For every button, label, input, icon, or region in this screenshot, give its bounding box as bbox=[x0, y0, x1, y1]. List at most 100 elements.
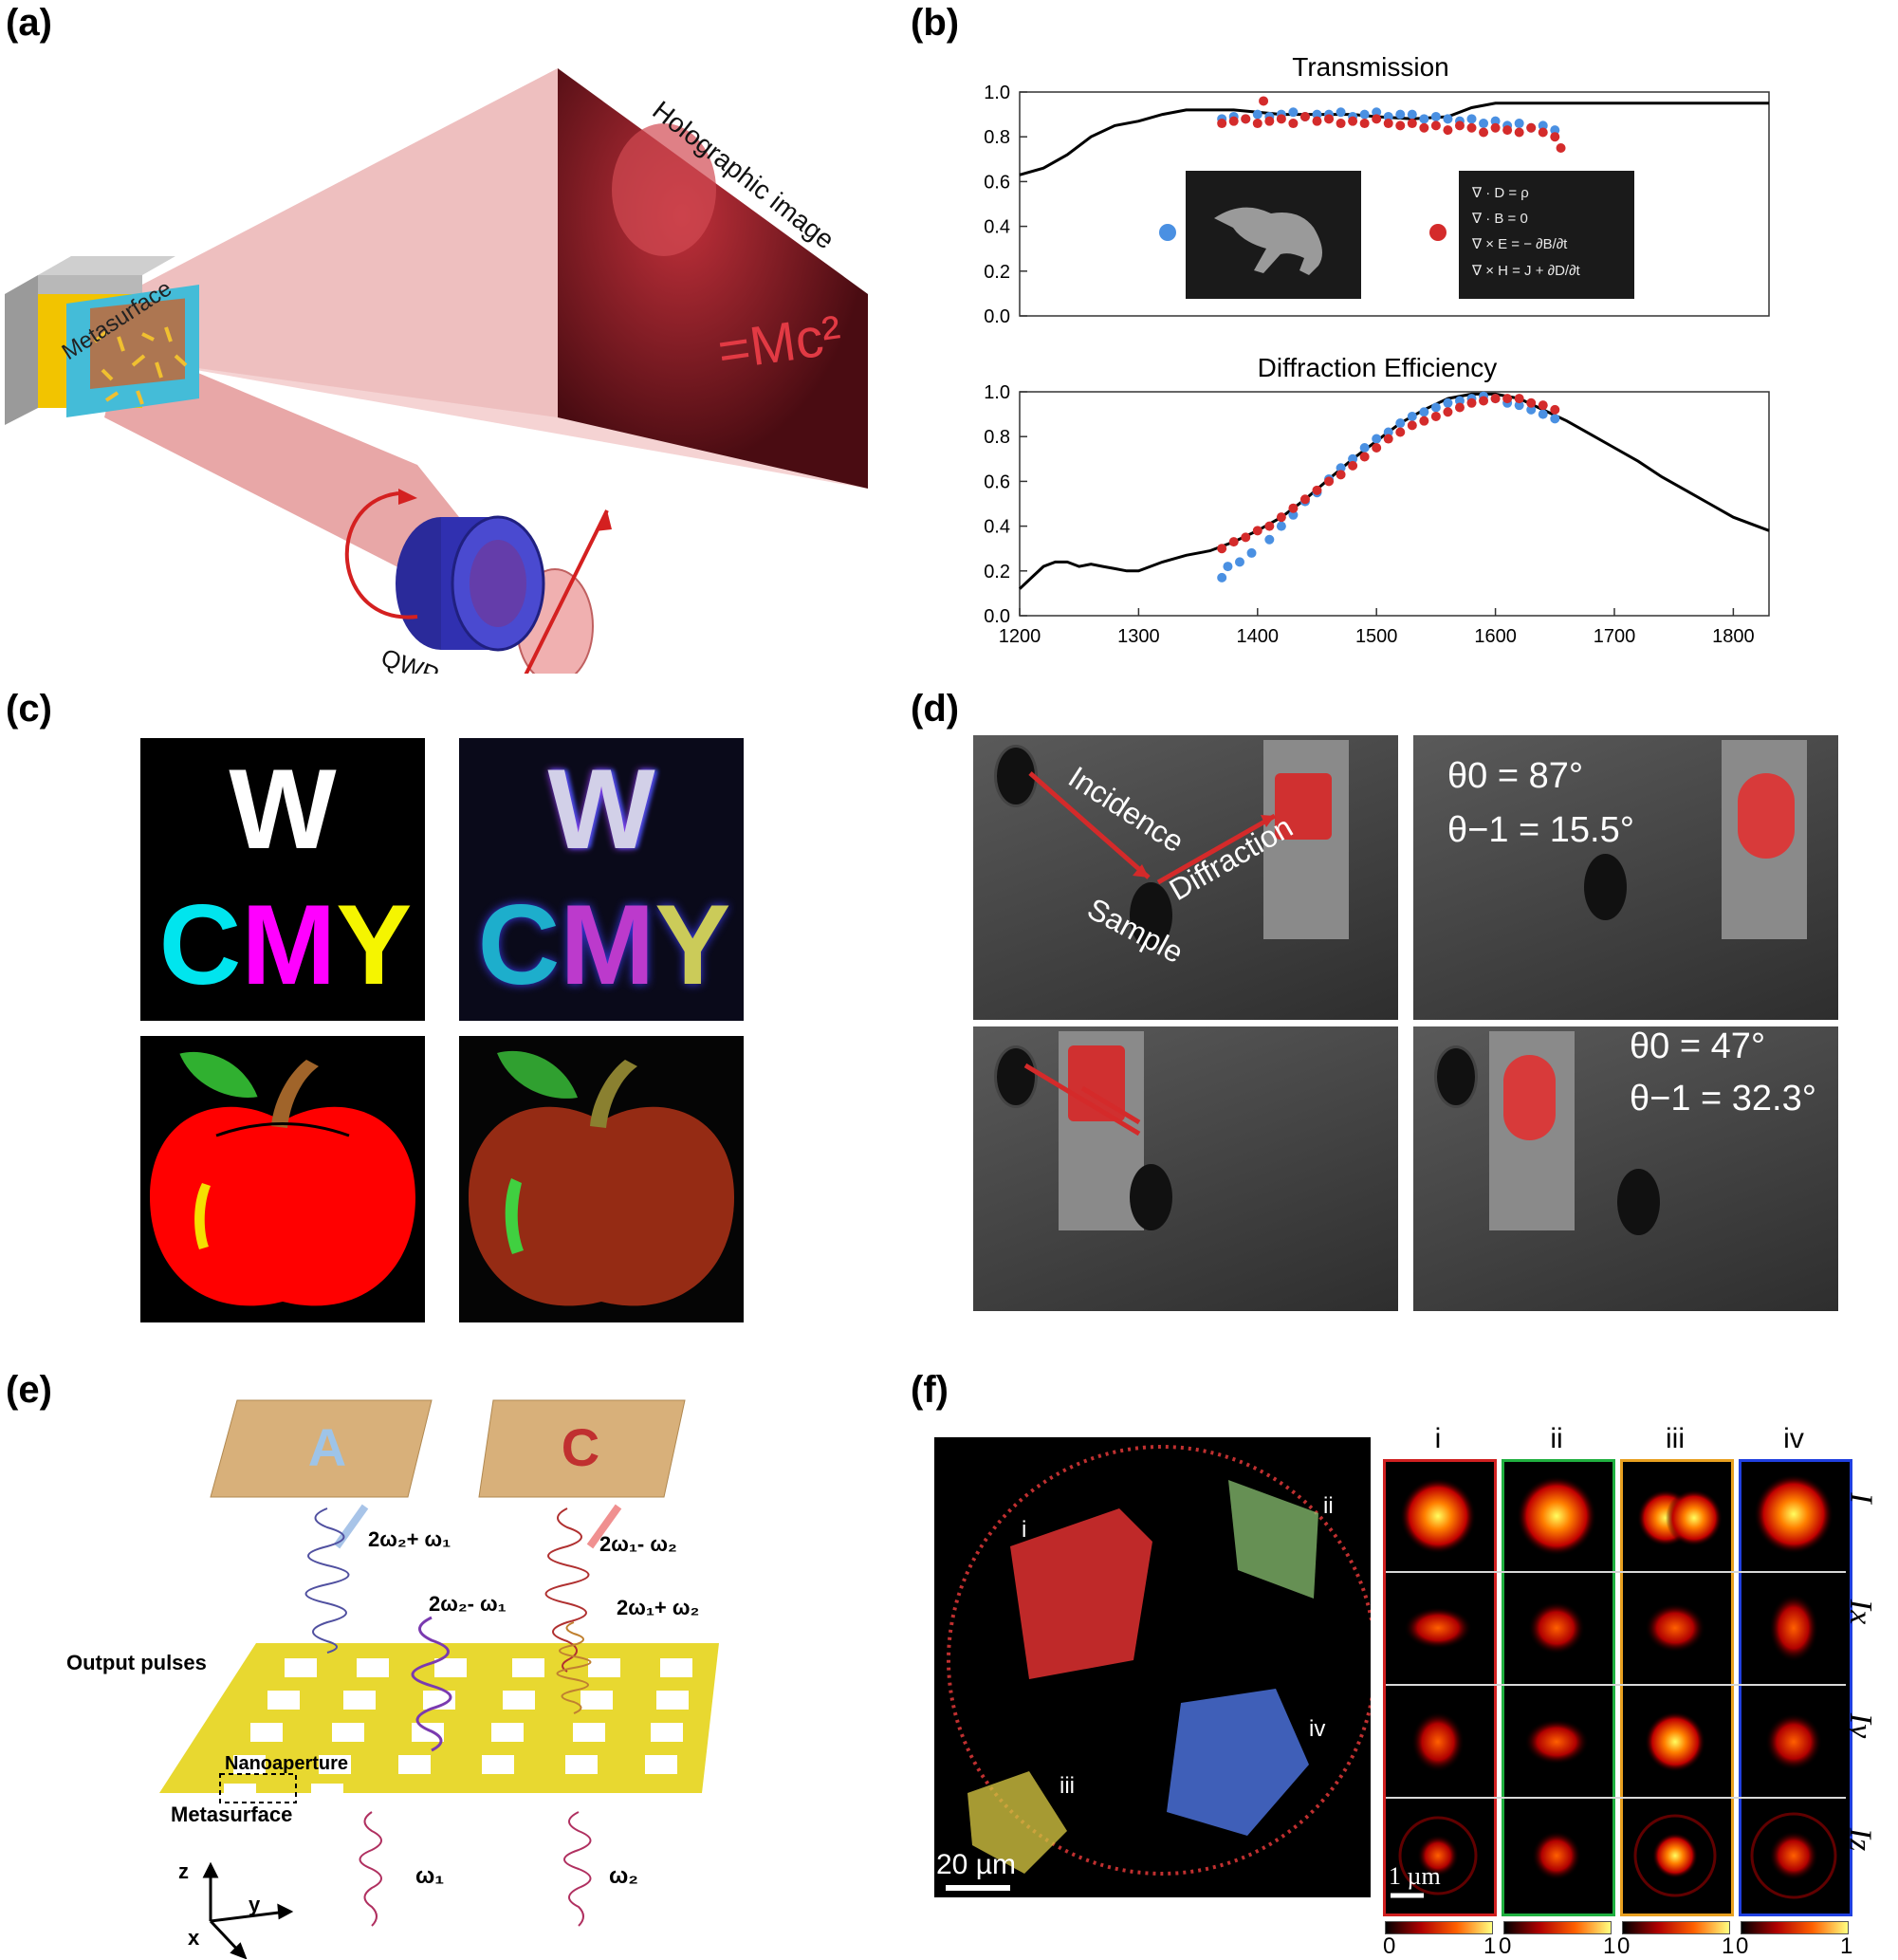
diffraction-xtick-label: 1500 bbox=[1355, 626, 1398, 647]
diffraction-data-point bbox=[1407, 411, 1417, 421]
freq-label-2w2-minus-w1: 2ω₂- ω₁ bbox=[429, 1592, 507, 1616]
panel-label-b: (b) bbox=[911, 2, 960, 44]
cbar-i-min: 0 bbox=[1383, 1933, 1396, 1959]
diffraction-data-point bbox=[1502, 394, 1513, 404]
transmission-data-point bbox=[1407, 119, 1417, 129]
transmission-data-point bbox=[1407, 109, 1417, 120]
transmission-data-point bbox=[1430, 111, 1441, 121]
cbar-iv-min: 0 bbox=[1736, 1933, 1749, 1959]
circular-polarization-arrow bbox=[344, 491, 418, 619]
transmission-data-point bbox=[1395, 109, 1406, 120]
omega2-label: ω₂ bbox=[609, 1863, 638, 1889]
apple-original-image bbox=[140, 1036, 425, 1322]
diffraction-data-point bbox=[1395, 418, 1406, 429]
transmission-data-point bbox=[1383, 119, 1393, 129]
point-i-label: i bbox=[1022, 1517, 1026, 1543]
arrow-to-c bbox=[586, 1504, 622, 1549]
diffraction-data-point bbox=[1276, 512, 1286, 523]
equation-1: ∇ · D = ρ bbox=[1471, 185, 1529, 201]
transmission-data-point bbox=[1299, 111, 1310, 121]
diffraction-xtick-label: 1800 bbox=[1712, 626, 1755, 647]
diffraction-data-point bbox=[1336, 470, 1346, 480]
colorbar-iii bbox=[1622, 1921, 1730, 1934]
diffraction-data-point bbox=[1430, 402, 1441, 413]
panel-a-illustration: =Mc² Holographic image QWP Metasurface bbox=[5, 68, 868, 674]
transmission-data-point bbox=[1550, 125, 1560, 136]
diffraction-title: Diffraction Efficiency bbox=[1258, 353, 1498, 382]
transmission-data-point bbox=[1359, 109, 1370, 120]
legend-blue-dot bbox=[1159, 224, 1176, 241]
panel-e-illustration: A C 2ω₂+ ω₁ 2ω₁- ω₂ 2ω₂- ω₁ 2ω₁+ ω₂ Outp… bbox=[66, 1399, 719, 1959]
diffraction-data-point bbox=[1336, 463, 1346, 473]
freq-label-2w2-plus-w1: 2ω₂+ ω₁ bbox=[368, 1527, 451, 1551]
diffraction-data-point bbox=[1359, 452, 1370, 462]
equation-3: ∇ × E = − ∂B/∂t bbox=[1471, 236, 1568, 252]
diffraction-ytick-label: 0.0 bbox=[984, 606, 1010, 627]
col-label-i: i bbox=[1434, 1423, 1442, 1454]
transmission-data-point bbox=[1312, 116, 1322, 126]
screen-right-letter: C bbox=[562, 1417, 599, 1477]
linear-polarization-arrow bbox=[524, 509, 609, 674]
transmission-data-point bbox=[1502, 125, 1513, 136]
diffraction-data-point bbox=[1348, 460, 1358, 471]
diffraction-data-point bbox=[1383, 434, 1393, 444]
screen-right bbox=[478, 1399, 686, 1498]
letter-c: C bbox=[158, 881, 242, 1008]
point-iii-label: iii bbox=[1060, 1773, 1075, 1799]
transmission-data-point bbox=[1395, 120, 1406, 131]
panel-label-c: (c) bbox=[6, 688, 52, 730]
diffraction-data-point bbox=[1526, 398, 1537, 408]
diffraction-data-point bbox=[1312, 485, 1322, 495]
red-domain bbox=[1010, 1508, 1152, 1679]
letter-c-recon: C bbox=[477, 881, 561, 1008]
row-label-Iy: Iy bbox=[1843, 1712, 1879, 1739]
diffraction-data-point bbox=[1526, 404, 1537, 415]
nanoaperture-array bbox=[224, 1658, 692, 1793]
screen-left-letter: A bbox=[308, 1417, 346, 1477]
diffraction-data-point bbox=[1550, 414, 1560, 424]
transmission-ytick-label: 0.8 bbox=[984, 127, 1010, 148]
diffraction-data-point bbox=[1454, 396, 1465, 406]
letter-w: W bbox=[229, 746, 337, 873]
transmission-ytick-label: 0.4 bbox=[984, 217, 1010, 238]
transmission-data-point bbox=[1556, 143, 1566, 153]
screen-left bbox=[210, 1399, 433, 1498]
wave-2w2-minus-w1 bbox=[411, 1616, 452, 1752]
theta1-15-label: θ−1 = 15.5° bbox=[1447, 810, 1634, 850]
transmission-data-point bbox=[1336, 119, 1346, 129]
omega1-label: ω₁ bbox=[415, 1863, 444, 1889]
diffraction-data-point bbox=[1276, 521, 1286, 531]
photo-setup-1 bbox=[973, 735, 1398, 1020]
mode-profile-grid: i ii iii iv 1 µm bbox=[1381, 1423, 1855, 1935]
letter-y-recon: Y bbox=[654, 881, 731, 1008]
transmission-data-point bbox=[1372, 114, 1382, 124]
wave-w1 bbox=[359, 1811, 382, 1927]
legend-red-dot bbox=[1429, 224, 1447, 241]
transmission-data-point bbox=[1372, 107, 1382, 118]
letter-m: M bbox=[241, 881, 337, 1008]
diffraction-xtick-label: 1400 bbox=[1237, 626, 1280, 647]
diffraction-xtick-label: 1300 bbox=[1117, 626, 1160, 647]
transmission-data-point bbox=[1312, 109, 1322, 120]
letter-m-recon: M bbox=[560, 881, 655, 1008]
diffraction-data-point bbox=[1538, 400, 1548, 411]
output-pulses-label: Output pulses bbox=[66, 1651, 207, 1674]
transmission-data-point bbox=[1430, 120, 1441, 131]
diffraction-data-point bbox=[1223, 562, 1233, 572]
freq-label-2w1-plus-w2: 2ω₁+ ω₂ bbox=[617, 1596, 699, 1619]
transmission-data-point bbox=[1526, 122, 1537, 133]
axes-icon bbox=[202, 1861, 294, 1959]
equation-2: ∇ · B = 0 bbox=[1471, 211, 1528, 227]
diffraction-plot-area bbox=[1019, 391, 1770, 617]
diffraction-data-point bbox=[1419, 416, 1429, 426]
transmission-data-point bbox=[1550, 132, 1560, 142]
wave-w2 bbox=[563, 1811, 592, 1927]
kangaroo-image bbox=[1214, 207, 1322, 275]
diffraction-data-point bbox=[1359, 443, 1370, 453]
diffraction-data-point bbox=[1443, 398, 1453, 408]
diffraction-data-point bbox=[1217, 572, 1227, 582]
transmission-data-point bbox=[1288, 119, 1299, 129]
diffraction-data-point bbox=[1514, 394, 1524, 404]
diffraction-xtick-label: 1600 bbox=[1474, 626, 1517, 647]
diffraction-data-point bbox=[1217, 544, 1227, 554]
